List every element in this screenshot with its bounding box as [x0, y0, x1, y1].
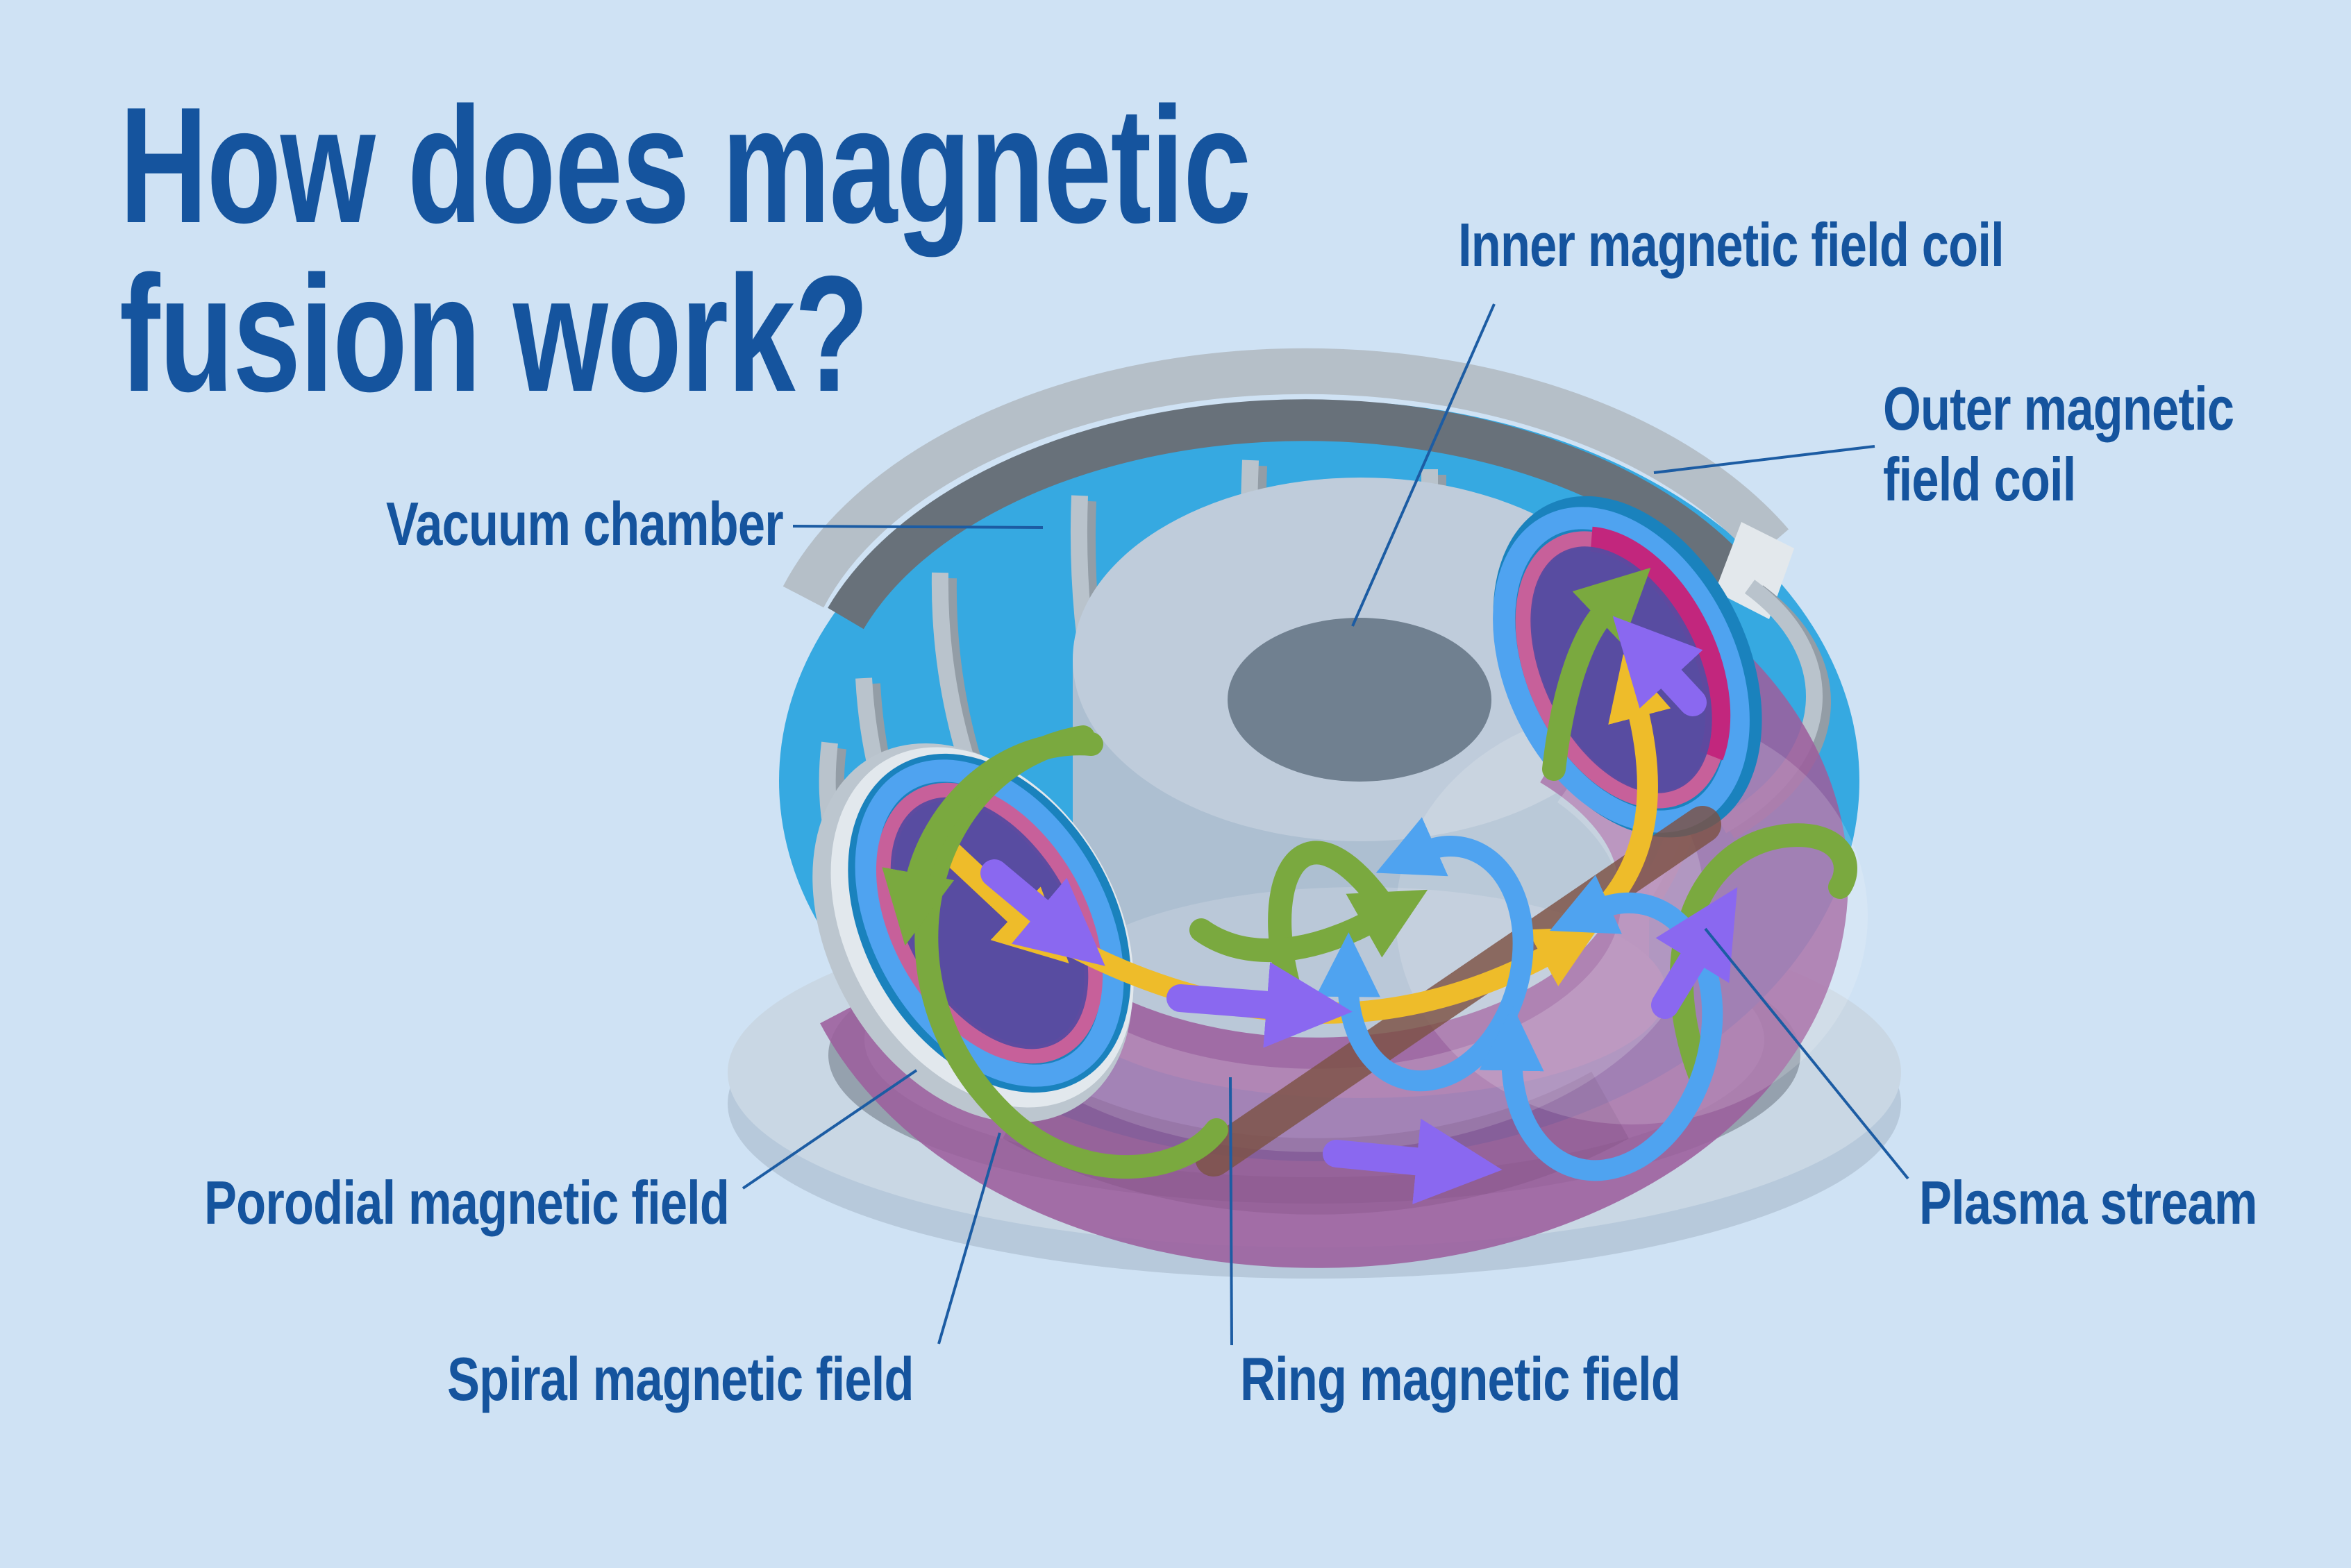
leader-ring-field: [1229, 1077, 1233, 1346]
spiral-field-arrow-right-cut: [1542, 567, 1651, 781]
leader-spiral-field: [937, 1132, 1001, 1344]
stray-pixel-square: [764, 350, 775, 361]
leader-inner-coil: [1351, 303, 1496, 627]
label-plasma-stream: Plasma stream: [1919, 1168, 2257, 1237]
field-arrows: [882, 567, 1857, 1204]
plasma-arrow-3: [1651, 887, 1738, 1019]
label-outer-coil-line2: field coil: [1883, 445, 2076, 514]
label-porodial-field: Porodial magnetic field: [204, 1168, 730, 1237]
plasma-arrow-left-cut: [980, 859, 1105, 966]
label-vacuum-chamber: Vacuum chamber: [386, 489, 784, 558]
coil-ring-outer-band: [783, 348, 1789, 608]
label-ring-field: Ring magnetic field: [1240, 1344, 1681, 1413]
left-cross-section: [812, 743, 1134, 1123]
left-porodial-loop: [855, 759, 1124, 1087]
label-spiral-field: Spiral magnetic field: [447, 1344, 914, 1413]
plasma-arrow-1: [1166, 961, 1353, 1048]
label-outer-coil-line1: Outer magnetic: [1883, 374, 2234, 443]
plasma-arrow-2: [1323, 1118, 1503, 1204]
cylinder-bore-hole: [1228, 618, 1491, 782]
leader-porodial-field: [742, 1069, 918, 1190]
label-inner-coil: Inner magnetic field coil: [1458, 210, 2005, 279]
label-outer-coil: Outer magnetic field coil: [1883, 373, 2234, 515]
spiral-field-arrow-left: [882, 732, 1103, 946]
page-title: How does magnetic fusion work?: [119, 74, 1251, 426]
leader-lines: [742, 303, 1909, 1346]
plasma-arrow-right-cut: [1612, 616, 1707, 716]
leader-outer-coil: [1653, 445, 1875, 474]
page-title-line1: How does magnetic: [119, 74, 1251, 258]
page-title-line2: fusion work?: [119, 242, 869, 426]
leader-vacuum-chamber: [792, 525, 1044, 529]
leader-plasma-stream: [1704, 927, 1909, 1180]
